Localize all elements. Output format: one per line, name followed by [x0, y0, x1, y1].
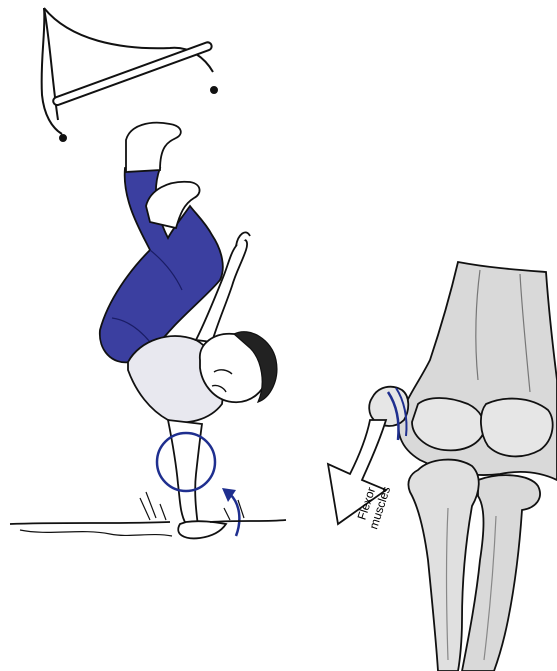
supporting-arm [168, 420, 226, 538]
falling-man-illustration [10, 8, 286, 538]
rotation-arrow [222, 488, 239, 536]
ground-line [10, 492, 286, 536]
flexor-muscle-arrow: Flexor muscles [328, 420, 393, 531]
head [200, 332, 277, 403]
trapeze-swing [42, 8, 217, 141]
elbow-bone-diagram: Flexor muscles [328, 262, 557, 671]
